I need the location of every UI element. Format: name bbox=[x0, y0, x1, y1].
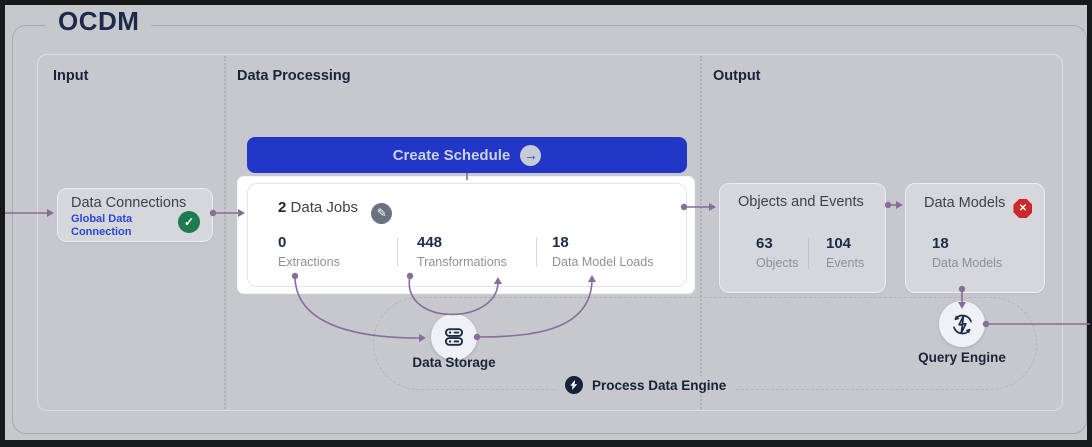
stat-data-model-loads-label: Data Model Loads bbox=[552, 254, 654, 269]
stat-extractions-label: Extractions bbox=[278, 254, 340, 269]
stat-divider bbox=[808, 238, 809, 269]
stat-objects-label: Objects bbox=[756, 255, 799, 270]
stat-extractions: 0 Extractions bbox=[278, 234, 340, 269]
query-bolt-icon bbox=[952, 314, 972, 334]
stat-data-model-loads: 18 Data Model Loads bbox=[552, 234, 654, 269]
stat-data-model-loads-value: 18 bbox=[552, 234, 569, 251]
arrow-glyph: → bbox=[523, 147, 538, 163]
data-connections-title: Data Connections bbox=[71, 195, 187, 211]
data-jobs-card[interactable]: 2 Data Jobs ✎ 0 Extractions 448 Transfor… bbox=[247, 183, 687, 287]
stat-data-models-value: 18 bbox=[932, 235, 949, 252]
check-circle-icon: ✓ bbox=[178, 211, 200, 233]
stat-objects: 63 Objects bbox=[756, 235, 799, 270]
create-schedule-label: Create Schedule bbox=[392, 146, 511, 164]
error-octagon-icon: ✕ bbox=[1013, 199, 1033, 218]
data-jobs-title: Data Jobs bbox=[290, 199, 359, 216]
stat-transformations-label: Transformations bbox=[417, 254, 507, 269]
stat-transformations: 448 Transformations bbox=[417, 234, 507, 269]
objects-and-events-title: Objects and Events bbox=[738, 194, 864, 210]
data-jobs-header: 2 Data Jobs ✎ bbox=[278, 199, 393, 224]
data-models-title: Data Models bbox=[924, 195, 1006, 211]
objects-and-events-card[interactable]: Objects and Events 63 Objects 104 Events bbox=[719, 183, 886, 293]
process-data-engine-caption: Process Data Engine bbox=[557, 376, 735, 394]
data-storage-node[interactable] bbox=[431, 314, 477, 360]
stat-events-label: Events bbox=[826, 255, 865, 270]
section-label-input: Input bbox=[53, 68, 89, 84]
data-storage-label: Data Storage bbox=[412, 355, 496, 370]
arrow-right-circle-icon: → bbox=[520, 144, 542, 166]
data-jobs-count: 2 bbox=[278, 199, 287, 216]
query-engine-node[interactable] bbox=[939, 301, 985, 347]
pencil-icon[interactable]: ✎ bbox=[371, 202, 393, 224]
column-separator-input-processing bbox=[224, 56, 226, 409]
column-separator-processing-output bbox=[700, 56, 702, 409]
error-glyph: ✕ bbox=[1018, 203, 1028, 214]
stat-events: 104 Events bbox=[826, 235, 865, 270]
query-engine-label: Query Engine bbox=[918, 350, 1006, 365]
stat-data-models: 18 Data Models bbox=[932, 235, 1003, 270]
stat-divider bbox=[536, 237, 537, 267]
pencil-glyph: ✎ bbox=[376, 206, 387, 220]
stat-transformations-value: 448 bbox=[417, 234, 443, 251]
check-glyph: ✓ bbox=[183, 215, 195, 229]
data-connections-card[interactable]: Data Connections Global Data Connection … bbox=[57, 188, 213, 242]
stat-extractions-value: 0 bbox=[278, 234, 287, 251]
section-label-output: Output bbox=[713, 68, 761, 84]
database-icon bbox=[444, 328, 464, 346]
engine-bolt-icon bbox=[565, 376, 583, 394]
pipeline-panel bbox=[37, 54, 1063, 411]
create-schedule-button[interactable]: Create Schedule → bbox=[247, 137, 687, 173]
page-title: OCDM bbox=[46, 6, 152, 37]
data-models-card[interactable]: Data Models ✕ 18 Data Models bbox=[905, 183, 1045, 293]
ocdm-group-border bbox=[12, 25, 1087, 434]
stat-objects-value: 63 bbox=[756, 235, 773, 252]
data-models-title-row: Data Models ✕ bbox=[924, 195, 1033, 218]
stat-data-models-label: Data Models bbox=[932, 255, 1003, 270]
stat-divider bbox=[397, 237, 398, 267]
global-data-connection-link[interactable]: Global Data Connection bbox=[71, 213, 133, 239]
stat-events-value: 104 bbox=[826, 235, 852, 252]
process-data-engine-label: Process Data Engine bbox=[592, 377, 727, 393]
section-label-data-processing: Data Processing bbox=[237, 68, 351, 84]
